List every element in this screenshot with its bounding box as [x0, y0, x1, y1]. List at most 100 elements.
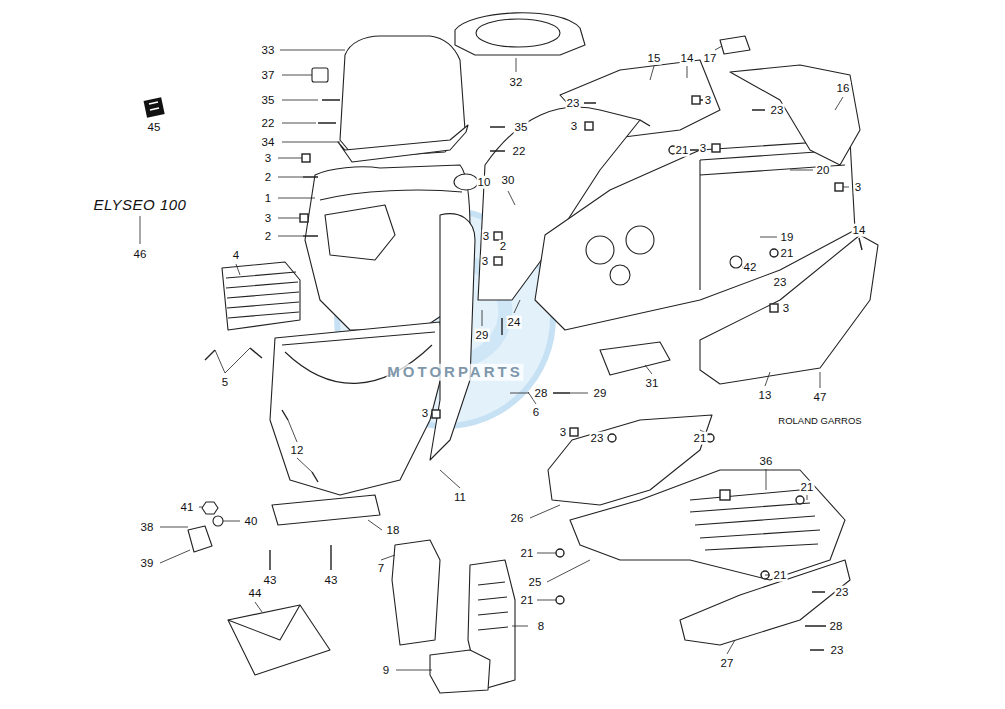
- callout-number: 17: [703, 52, 718, 65]
- pocket: [430, 650, 490, 693]
- callout-number: 3: [782, 302, 790, 315]
- side-panel: [700, 235, 878, 384]
- callout-number: 23: [773, 276, 788, 289]
- callout-number: 28: [829, 620, 844, 633]
- callout-number: 21: [780, 247, 795, 260]
- callout-number: 24: [507, 316, 522, 329]
- callout-number: 10: [477, 176, 492, 189]
- callout-number: 37: [261, 69, 276, 82]
- callout-number: 34: [261, 136, 276, 149]
- callout-number: 28: [534, 387, 549, 400]
- callout-number: 36: [759, 455, 774, 468]
- small-cover: [720, 36, 750, 54]
- windshield-trim: [338, 125, 468, 162]
- callout-number: 29: [475, 329, 490, 342]
- bracket-cover: [600, 342, 670, 375]
- document-pouch: [228, 605, 330, 675]
- callout-number: 43: [263, 574, 278, 587]
- box-hole: [586, 236, 614, 264]
- callout-number: 3: [559, 426, 567, 439]
- callout-number: 25: [528, 576, 543, 589]
- callout-number: 32: [509, 76, 524, 89]
- callout-number: 1: [264, 192, 272, 205]
- model-name: ELYSEO 100: [93, 197, 188, 214]
- callout-number: 40: [244, 515, 259, 528]
- washer: [213, 516, 223, 526]
- callout-number: 21: [693, 432, 708, 445]
- callout-number: 7: [377, 562, 385, 575]
- callout-number: 46: [133, 248, 148, 261]
- pouch-flap: [228, 605, 300, 640]
- box-hole: [610, 265, 630, 285]
- callout-number: 3: [854, 181, 862, 194]
- box-hole: [626, 226, 654, 254]
- callout-number: 15: [647, 52, 662, 65]
- reflector: [188, 526, 212, 552]
- windshield: [340, 36, 465, 158]
- callout-number: 23: [770, 104, 785, 117]
- headlamp-ring: [476, 19, 560, 47]
- callout-number: 2: [499, 240, 507, 253]
- callout-number: 26: [510, 512, 525, 525]
- callout-number: 19: [780, 231, 795, 244]
- callout-number: 12: [290, 444, 305, 457]
- leg-shield: [270, 322, 445, 495]
- badge: [144, 97, 165, 117]
- callout-number: 3: [699, 142, 707, 155]
- callout-number: 22: [261, 117, 276, 130]
- callout-number: 30: [501, 174, 516, 187]
- edition-name: ROLAND GARROS: [777, 416, 862, 426]
- callout-number: 14: [852, 224, 867, 237]
- callout-number: 44: [248, 587, 263, 600]
- callout-number: 3: [421, 407, 429, 420]
- callout-number: 21: [675, 144, 690, 157]
- clip: [312, 68, 328, 82]
- callout-number: 38: [140, 521, 155, 534]
- callout-number: 35: [261, 94, 276, 107]
- callout-number: 16: [836, 82, 851, 95]
- plate-holder: [272, 495, 380, 525]
- callout-number: 3: [482, 230, 490, 243]
- front-shield-groove: [320, 190, 462, 200]
- callout-number: 33: [261, 44, 276, 57]
- callout-number: 23: [835, 586, 850, 599]
- floorboard-slats: [690, 490, 820, 550]
- headlight-opening: [325, 205, 395, 260]
- callout-number: 27: [720, 657, 735, 670]
- callout-number: 3: [481, 255, 489, 268]
- callout-number: 3: [264, 212, 272, 225]
- callout-number: 21: [800, 481, 815, 494]
- grille-slats: [226, 272, 299, 318]
- callout-number: 20: [816, 164, 831, 177]
- callout-number: 23: [566, 97, 581, 110]
- inner-panel: [430, 214, 475, 460]
- callout-number: 9: [382, 664, 390, 677]
- lower-skirt: [680, 560, 850, 645]
- callout-number: 23: [830, 644, 845, 657]
- inner-piece-slots: [478, 582, 508, 630]
- callout-number: 47: [813, 391, 828, 404]
- callout-number: 39: [140, 557, 155, 570]
- callout-number: 4: [232, 249, 240, 262]
- callout-number: 23: [590, 432, 605, 445]
- callout-number: 41: [180, 501, 195, 514]
- callout-number: 11: [453, 491, 467, 504]
- callout-number: 29: [593, 387, 608, 400]
- callout-number: 5: [221, 376, 229, 389]
- callout-number: 21: [520, 547, 535, 560]
- callout-number: 13: [758, 389, 773, 402]
- callout-number: 3: [570, 120, 578, 133]
- callout-number: 3: [704, 94, 712, 107]
- callout-number: 6: [532, 406, 540, 419]
- callout-number: 2: [264, 171, 272, 184]
- callout-number: 18: [386, 524, 401, 537]
- grille: [222, 262, 300, 330]
- callout-number: 3: [264, 152, 272, 165]
- callout-number: 22: [512, 145, 527, 158]
- leader-lines: [140, 46, 849, 670]
- callout-number: 21: [520, 594, 535, 607]
- callout-number: 8: [537, 620, 545, 633]
- watermark: MOTORPARTS: [386, 364, 523, 381]
- callout-number: 2: [264, 230, 272, 243]
